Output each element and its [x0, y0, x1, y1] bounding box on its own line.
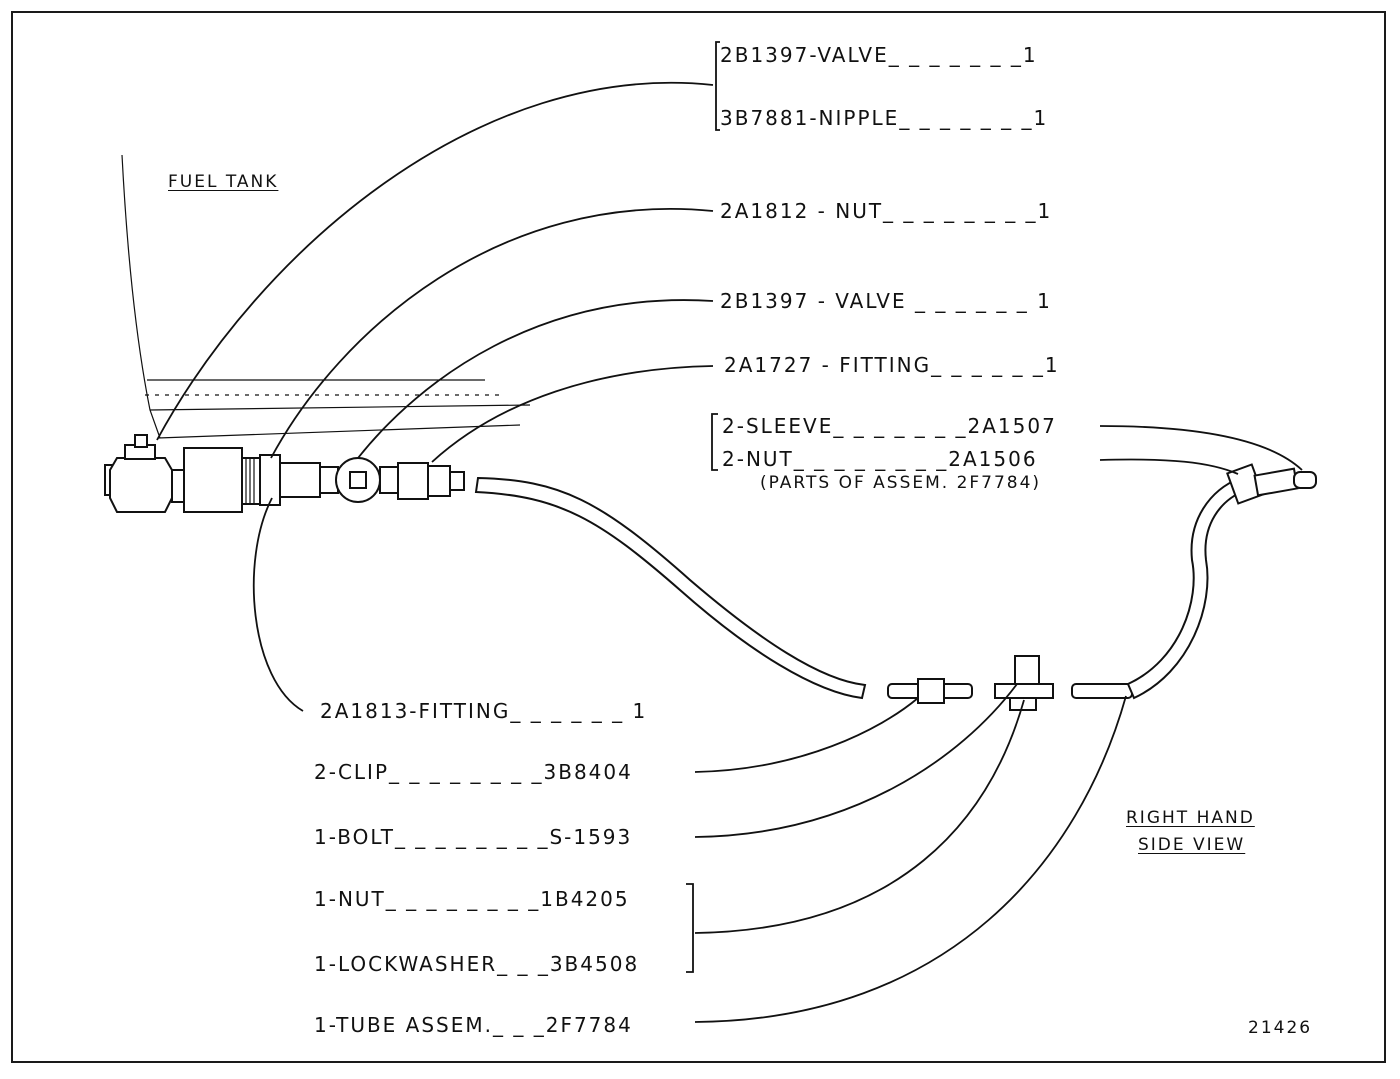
- fuel-tube: [474, 463, 1317, 704]
- callout-clip: 2-CLIP_ _ _ _ _ _ _ _3B8404: [314, 760, 633, 784]
- fuel-tank-outline: [121, 154, 531, 439]
- clip-bolt-assembly: [994, 655, 1054, 711]
- callout-nut-1: 1-NUT_ _ _ _ _ _ _ _1B4205: [314, 887, 630, 911]
- drawing-border: [11, 11, 1386, 1063]
- fuel-tank-label: FUEL TANK: [168, 172, 279, 192]
- view-label-line1: RIGHT HAND: [1126, 808, 1255, 828]
- figure-number: 21426: [1248, 1018, 1313, 1038]
- callout-fitting-low: 2A1813-FITTING_ _ _ _ _ _ 1: [320, 699, 648, 723]
- callout-nipple: 3B7881-NIPPLE_ _ _ _ _ _ _1: [720, 106, 1049, 130]
- callout-sleeve: 2-SLEEVE_ _ _ _ _ _ _2A1507: [722, 414, 1057, 438]
- leader-lines: [156, 41, 1303, 1023]
- callout-tube-assem: 1-TUBE ASSEM._ _ _2F7784: [314, 1013, 633, 1037]
- callout-nut: 2A1812 - NUT_ _ _ _ _ _ _ _1: [720, 199, 1053, 223]
- callout-valve-mid: 2B1397 - VALVE _ _ _ _ _ _ 1: [720, 289, 1052, 313]
- callout-fitting-top: 2A1727 - FITTING_ _ _ _ _ _1: [724, 353, 1060, 377]
- callout-valve-top: 2B1397-VALVE_ _ _ _ _ _ _1: [720, 43, 1038, 67]
- callout-nut-2: 2-NUT_ _ _ _ _ _ _ _2A1506: [722, 447, 1038, 471]
- view-label-line2: SIDE VIEW: [1138, 835, 1246, 855]
- callout-lockwasher: 1-LOCKWASHER_ _ _3B4508: [314, 952, 640, 976]
- callout-bolt: 1-BOLT_ _ _ _ _ _ _ _S-1593: [314, 825, 633, 849]
- drain-valve-assembly: [104, 434, 465, 513]
- callout-parts-of: (PARTS OF ASSEM. 2F7784): [760, 473, 1042, 493]
